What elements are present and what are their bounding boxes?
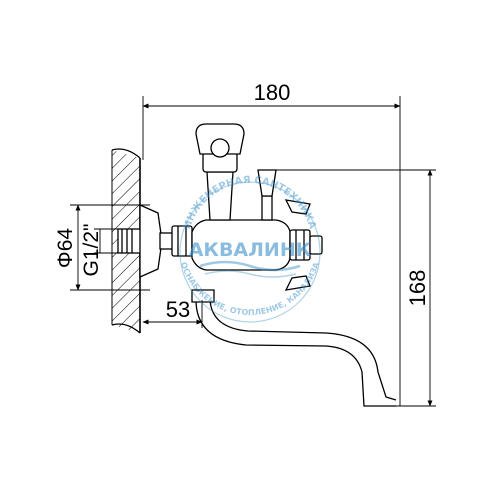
dim-thread: G1/2" [80, 224, 120, 277]
watermark-wave-2 [204, 270, 297, 278]
mixer-body [171, 123, 323, 291]
watermark-logo: ИНЖЕНЕРНАЯ САНТЕХНИКА АКВАЛИНК ВОДОСНАБЖ… [0, 0, 321, 323]
right-handle-lower [284, 275, 311, 291]
spout-outer [195, 299, 396, 407]
holder-ring [210, 138, 230, 158]
diverter-stem [261, 195, 273, 221]
dim-thread-label: G1/2" [80, 224, 103, 277]
wall-connector [117, 203, 175, 279]
dim-flange-diameter: Φ64 [54, 204, 150, 291]
right-handle [284, 199, 311, 215]
wall-break-top [111, 148, 141, 159]
watermark-brand: АКВАЛИНК [189, 239, 312, 261]
decorative-flange [139, 203, 163, 279]
spout-joint [191, 289, 215, 303]
spout-inner [209, 299, 397, 401]
dim-width-total-label: 180 [254, 80, 291, 105]
watermark-wave [199, 260, 301, 272]
dim-height-total-label: 168 [405, 270, 430, 307]
dim-flange-diameter-label: Φ64 [54, 228, 77, 268]
dim-height-total: 168 [262, 169, 436, 407]
dim-wall-offset-label: 53 [166, 297, 190, 322]
watermark-ring [179, 181, 321, 323]
right-cap [309, 235, 323, 255]
wall-break-bottom [111, 323, 141, 334]
dim-wall-offset: 53 [142, 297, 203, 328]
dim-width-total: 180 [142, 80, 401, 406]
